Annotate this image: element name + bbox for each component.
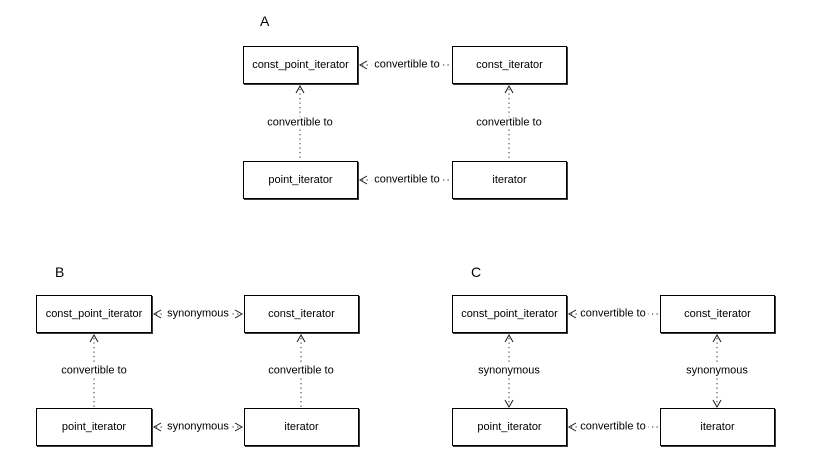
arrowhead-c-left-down — [504, 399, 514, 409]
arrowhead-b-top-left — [152, 309, 162, 319]
box-c-iterator: iterator — [660, 408, 775, 446]
arrowhead-b-right-up — [296, 333, 306, 343]
arrowhead-a-bottom-left — [358, 175, 368, 185]
diagram-c-label: C — [471, 264, 482, 280]
edge-label-b-right: convertible to — [265, 364, 337, 378]
box-b-const-point-iterator: const_point_iterator — [36, 295, 152, 333]
edge-label-c-bottom: convertible to — [577, 420, 649, 434]
edge-label-b-left: convertible to — [58, 364, 130, 378]
edge-label-c-left: synonymous — [475, 364, 543, 378]
arrowhead-b-top-right — [234, 309, 244, 319]
arrowhead-b-left-up — [89, 333, 99, 343]
arrowhead-c-bottom-left — [567, 422, 577, 432]
box-c-point-iterator: point_iterator — [452, 408, 567, 446]
arrowhead-c-top-left — [567, 309, 577, 319]
box-c-const-point-iterator: const_point_iterator — [452, 295, 567, 333]
arrowhead-c-left-up — [504, 333, 514, 343]
arrowhead-a-top-left — [358, 60, 368, 70]
edge-label-a-left: convertible to — [264, 116, 336, 130]
arrowhead-b-bottom-right — [234, 422, 244, 432]
box-b-const-iterator: const_iterator — [244, 295, 359, 333]
arrowhead-b-bottom-left — [152, 422, 162, 432]
diagram-a-label: A — [260, 13, 270, 29]
diagram-b-label: B — [55, 264, 65, 280]
box-b-iterator: iterator — [244, 408, 359, 446]
edge-label-c-right: synonymous — [683, 364, 751, 378]
edge-label-a-bottom: convertible to — [371, 173, 443, 187]
edge-label-b-top: synonymous — [164, 307, 232, 321]
arrowhead-a-right-up — [504, 84, 514, 94]
arrowhead-c-right-down — [712, 399, 722, 409]
edge-label-b-bottom: synonymous — [164, 420, 232, 434]
box-a-iterator: iterator — [452, 161, 567, 199]
box-b-point-iterator: point_iterator — [36, 408, 152, 446]
box-c-const-iterator: const_iterator — [660, 295, 775, 333]
box-a-const-point-iterator: const_point_iterator — [243, 46, 358, 84]
arrowhead-a-left-up — [295, 84, 305, 94]
arrowhead-c-right-up — [712, 333, 722, 343]
edge-label-a-top: convertible to — [371, 58, 443, 72]
box-a-point-iterator: point_iterator — [243, 161, 358, 199]
edge-label-c-top: convertible to — [577, 307, 649, 321]
box-a-const-iterator: const_iterator — [452, 46, 567, 84]
edge-label-a-right: convertible to — [473, 116, 545, 130]
